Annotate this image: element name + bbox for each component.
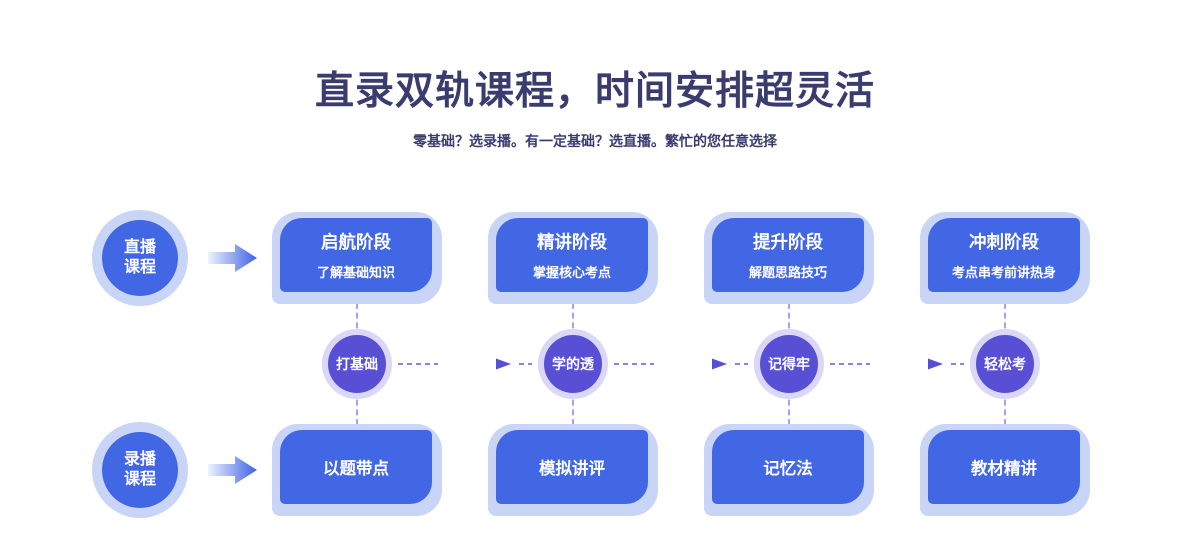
live-stage-card-2: 精讲阶段 掌握核心考点 (488, 212, 658, 304)
live-track-badge-label: 直播 课程 (102, 220, 178, 296)
stage-title: 启航阶段 (321, 232, 391, 252)
milestone-arrow-connector (398, 355, 532, 373)
arrow-right-icon (208, 454, 258, 491)
stage-title: 精讲阶段 (537, 232, 607, 252)
recorded-stage-card-2: 模拟讲评 (488, 424, 658, 516)
recorded-stage-card-1: 以题带点 (272, 424, 442, 516)
stage-subtitle: 解题思路技巧 (748, 265, 827, 280)
stage-subtitle: 掌握核心考点 (532, 265, 611, 280)
recorded-track-badge: 录播 课程 (92, 422, 188, 518)
milestone-badge-2: 学的透 (538, 329, 608, 399)
stage-subtitle: 考点串考前讲热身 (951, 265, 1056, 280)
stage-title: 记忆法 (763, 460, 813, 478)
live-stage-card-1: 启航阶段 了解基础知识 (272, 212, 442, 304)
stage-title: 以题带点 (323, 460, 389, 478)
arrow-right-icon (208, 242, 258, 279)
milestone-label: 学的透 (544, 335, 602, 393)
stage-title: 教材精讲 (971, 460, 1037, 478)
stage-title: 模拟讲评 (539, 460, 605, 478)
milestone-badge-1: 打基础 (322, 329, 392, 399)
page-subtitle: 零基础？选录播。有一定基础？选直播。繁忙的您任意选择 (413, 133, 777, 149)
milestone-label: 打基础 (328, 335, 386, 393)
live-stage-card-4: 冲刺阶段 考点串考前讲热身 (920, 212, 1090, 304)
milestone-arrow-connector (614, 355, 748, 373)
recorded-stage-card-4: 教材精讲 (920, 424, 1090, 516)
stage-subtitle: 了解基础知识 (316, 265, 395, 280)
milestone-label: 轻松考 (976, 335, 1034, 393)
arrow-right-icon (830, 358, 964, 370)
stage-title: 提升阶段 (753, 232, 823, 252)
stage-title: 冲刺阶段 (969, 232, 1039, 252)
arrow-right-icon (614, 358, 748, 370)
milestone-badge-3: 记得牢 (754, 329, 824, 399)
arrow-right-icon (398, 358, 532, 370)
live-track-badge: 直播 课程 (92, 210, 188, 306)
live-stage-card-3: 提升阶段 解题思路技巧 (704, 212, 874, 304)
recorded-stage-card-3: 记忆法 (704, 424, 874, 516)
milestone-badge-4: 轻松考 (970, 329, 1040, 399)
milestone-label: 记得牢 (760, 335, 818, 393)
page-title: 直录双轨课程，时间安排超灵活 (314, 70, 875, 113)
milestone-arrow-connector (830, 355, 964, 373)
recorded-track-badge-label: 录播 课程 (102, 432, 178, 508)
